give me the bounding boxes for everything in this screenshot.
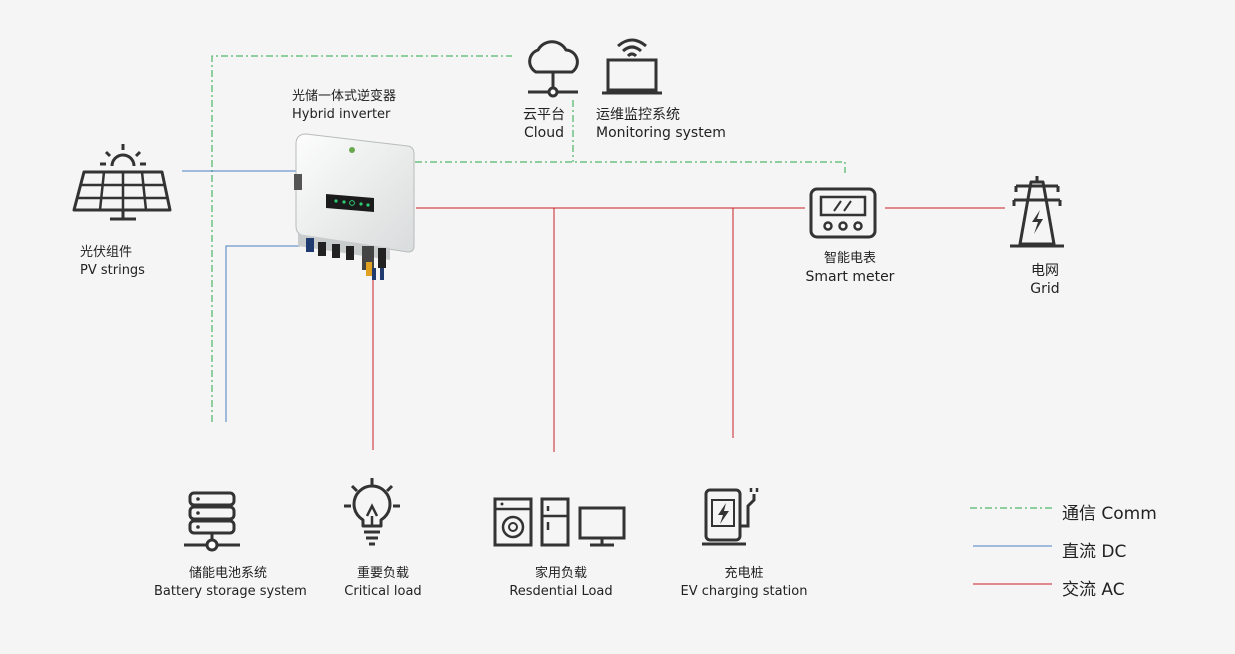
ev-label-en: EV charging station bbox=[680, 584, 808, 599]
cloud-label: 云平台 Cloud bbox=[512, 106, 576, 142]
ev-charger-icon bbox=[702, 488, 759, 546]
battery-label-en: Battery storage system bbox=[154, 584, 307, 599]
critical-label: 重要负载 Critical load bbox=[336, 565, 430, 601]
cloud-icon bbox=[528, 40, 579, 98]
ev-label-cn: 充电桩 bbox=[724, 566, 764, 581]
inverter-label: 光储一体式逆变器 Hybrid inverter bbox=[292, 88, 396, 124]
battery-label: 储能电池系统 Battery storage system bbox=[154, 565, 307, 601]
meter-label: 智能电表 Smart meter bbox=[800, 250, 900, 286]
residential-label-cn: 家用负载 bbox=[534, 566, 587, 581]
cloud-label-cn: 云平台 bbox=[523, 107, 565, 123]
pv-label-cn: 光伏组件 bbox=[80, 245, 133, 260]
comm-line-battery bbox=[211, 55, 512, 422]
grid-label: 电网 Grid bbox=[1016, 262, 1074, 298]
pv-label: 光伏组件 PV strings bbox=[80, 244, 145, 280]
meter-label-en: Smart meter bbox=[805, 269, 895, 285]
inverter-label-en: Hybrid inverter bbox=[292, 107, 391, 122]
inverter-label-cn: 光储一体式逆变器 bbox=[292, 89, 397, 104]
monitoring-label-en: Monitoring system bbox=[596, 125, 726, 141]
battery-storage-icon bbox=[184, 491, 240, 552]
grid-label-en: Grid bbox=[1030, 281, 1060, 297]
dc-line-battery bbox=[225, 245, 300, 422]
monitoring-label-cn: 运维监控系统 bbox=[596, 107, 680, 123]
laptop-wifi-icon bbox=[602, 38, 662, 95]
residential-label-en: Resdential Load bbox=[509, 584, 613, 599]
ev-label: 充电桩 EV charging station bbox=[676, 565, 812, 601]
critical-label-en: Critical load bbox=[344, 584, 422, 599]
battery-label-cn: 储能电池系统 bbox=[188, 566, 267, 581]
legend-dc-label: 直流 DC bbox=[1062, 542, 1127, 562]
legend-comm-label: 通信 Comm bbox=[1062, 504, 1157, 524]
cloud-label-en: Cloud bbox=[524, 125, 564, 141]
household-appliances-icon bbox=[493, 497, 626, 547]
hybrid-inverter-image bbox=[294, 133, 415, 280]
smart-meter-icon bbox=[809, 187, 877, 239]
solar-panel-icon bbox=[72, 144, 172, 221]
pv-label-en: PV strings bbox=[80, 263, 145, 278]
monitoring-label: 运维监控系统 Monitoring system bbox=[596, 106, 726, 142]
critical-label-cn: 重要负载 bbox=[356, 566, 409, 581]
comm-line-meter bbox=[415, 161, 846, 173]
power-tower-icon bbox=[1010, 176, 1064, 248]
meter-label-cn: 智能电表 bbox=[823, 251, 876, 266]
legend-ac-label: 交流 AC bbox=[1062, 580, 1125, 600]
grid-label-cn: 电网 bbox=[1031, 263, 1059, 279]
light-bulb-icon bbox=[344, 478, 400, 546]
residential-label: 家用负载 Resdential Load bbox=[504, 565, 618, 601]
